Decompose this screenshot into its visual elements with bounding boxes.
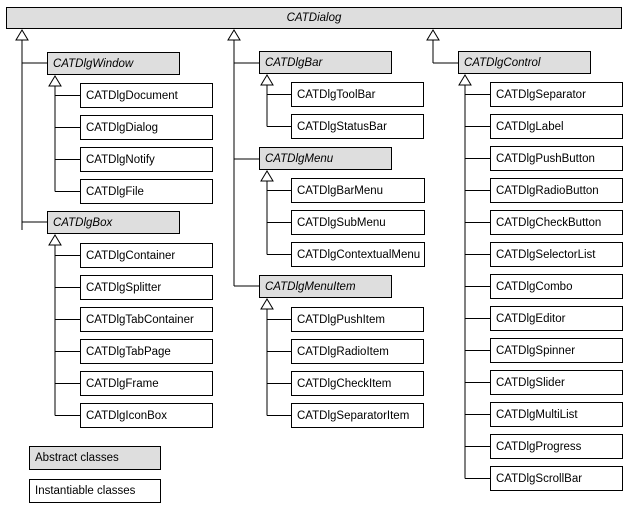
inheritance-arrow [260, 170, 274, 182]
inheritance-arrow [260, 298, 274, 310]
abstract-class-catdlg-box: CATDlgBox [47, 211, 180, 234]
inheritance-arrow [426, 29, 440, 41]
inheritance-arrow [260, 74, 274, 86]
class-catdlg-tab-container: CATDlgTabContainer [80, 307, 213, 332]
class-catdlg-file: CATDlgFile [80, 179, 213, 204]
class-catdlg-tool-bar: CATDlgToolBar [291, 82, 424, 107]
class-catdlg-splitter: CATDlgSplitter [80, 275, 213, 300]
class-catdlg-combo: CATDlgCombo [490, 274, 623, 299]
class-catdlg-separator: CATDlgSeparator [490, 82, 623, 107]
class-catdlg-radio-button: CATDlgRadioButton [490, 178, 623, 203]
class-catdlg-icon-box: CATDlgIconBox [80, 403, 213, 428]
class-catdlg-document: CATDlgDocument [80, 83, 213, 108]
class-catdlg-check-item: CATDlgCheckItem [291, 371, 424, 396]
class-catdlg-container: CATDlgContainer [80, 243, 213, 268]
abstract-class-catdlg-control: CATDlgControl [458, 51, 591, 74]
class-catdlg-editor: CATDlgEditor [490, 306, 623, 331]
class-catdlg-label: CATDlgLabel [490, 114, 623, 139]
inheritance-arrow [48, 75, 62, 87]
abstract-class-catdlg-window: CATDlgWindow [47, 52, 180, 75]
abstract-class-catdlg-menu-item: CATDlgMenuItem [259, 275, 392, 298]
abstract-class-catdlg-menu: CATDlgMenu [259, 147, 392, 170]
inheritance-arrow [15, 29, 29, 41]
class-catdlg-push-item: CATDlgPushItem [291, 307, 424, 332]
class-catdlg-frame: CATDlgFrame [80, 371, 213, 396]
class-catdlg-tab-page: CATDlgTabPage [80, 339, 213, 364]
legend-instantiable-classes: Instantiable classes [29, 479, 161, 503]
class-catdlg-spinner: CATDlgSpinner [490, 338, 623, 363]
class-catdlg-contextual-menu: CATDlgContextualMenu [291, 242, 425, 267]
inheritance-arrow [48, 234, 62, 246]
class-catdlg-sub-menu: CATDlgSubMenu [291, 210, 425, 235]
class-catdlg-notify: CATDlgNotify [80, 147, 213, 172]
class-catdlg-status-bar: CATDlgStatusBar [291, 114, 424, 139]
inheritance-arrow [227, 29, 241, 41]
legend-abstract-classes: Abstract classes [29, 446, 161, 470]
class-catdlg-selector-list: CATDlgSelectorList [490, 242, 623, 267]
class-catdlg-slider: CATDlgSlider [490, 370, 623, 395]
class-catdlg-push-button: CATDlgPushButton [490, 146, 623, 171]
class-catdlg-bar-menu: CATDlgBarMenu [291, 178, 425, 203]
class-catdlg-dialog: CATDlgDialog [80, 115, 213, 140]
class-catdlg-multi-list: CATDlgMultiList [490, 402, 623, 427]
inheritance-arrow [458, 74, 472, 86]
class-catdlg-scroll-bar: CATDlgScrollBar [490, 466, 623, 491]
class-catdlg-radio-item: CATDlgRadioItem [291, 339, 424, 364]
class-catdlg-separator-item: CATDlgSeparatorItem [291, 403, 424, 428]
abstract-class-catdlg-bar: CATDlgBar [259, 51, 392, 74]
root-class-catdialog: CATDialog [6, 7, 622, 29]
class-catdlg-progress: CATDlgProgress [490, 434, 623, 459]
class-catdlg-check-button: CATDlgCheckButton [490, 210, 623, 235]
